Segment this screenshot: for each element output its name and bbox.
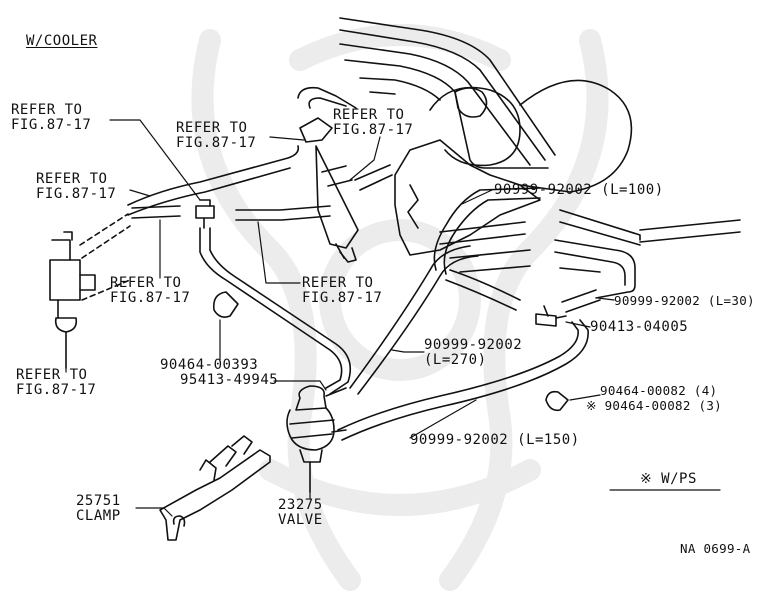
dashed-guide-1 — [79, 213, 129, 246]
hose-switch-right-2 — [359, 174, 393, 191]
refer-label-top-left: REFER TO FIG.87-17 — [11, 102, 92, 133]
part-clamp: 25751 CLAMP — [76, 493, 121, 524]
hose-horizontal-b — [131, 215, 181, 219]
part-joint: 90413-04005 — [590, 319, 689, 335]
leader-refer-3 — [349, 136, 381, 181]
leader-refer-2 — [269, 136, 305, 141]
leader-refer-1 — [109, 119, 201, 201]
part-clip-left: 90464-00393 — [160, 357, 259, 373]
watermark-emblem — [191, 24, 609, 591]
refer-label-top-center: REFER TO FIG.87-17 — [176, 120, 257, 151]
tee-joint-right — [535, 305, 567, 327]
hose-150-a — [337, 321, 579, 431]
part-hose-100: 90999-92002 (L=100) — [494, 182, 664, 198]
clamp-bracket — [159, 435, 271, 541]
leader-joint-left — [273, 380, 327, 391]
refer-label-top-right: REFER TO FIG.87-17 — [333, 107, 414, 138]
leader-joint — [565, 321, 591, 328]
ps-note: ※ W/PS — [640, 471, 697, 487]
valve-body — [286, 385, 347, 493]
hose-30-a — [561, 289, 597, 303]
filter-canister — [49, 231, 96, 369]
part-hose-30: 90999-92002 (L=30) — [614, 293, 755, 308]
hose-100-b — [443, 197, 541, 275]
hose-100-d — [445, 279, 517, 311]
part-joint-left: 95413-49945 — [180, 372, 279, 388]
leader-hose-30 — [597, 297, 615, 301]
leader-hose-150 — [409, 399, 477, 439]
hose-270-b — [357, 255, 479, 395]
drawing-code: NA 0699-A — [680, 541, 751, 556]
leader-hose-270 — [391, 349, 425, 353]
hose-switch-upper — [297, 86, 357, 109]
dashed-guide-2 — [81, 225, 131, 259]
part-hose-270: 90999-92002 (L=270) — [424, 337, 523, 368]
hose-tee-to-valve-a — [199, 227, 343, 389]
hose-100-a — [433, 187, 541, 271]
hose-270-a — [349, 245, 471, 389]
hose-tee-to-valve-b — [209, 227, 352, 395]
clip-left-shape — [212, 291, 239, 318]
hose-horizontal-a — [131, 205, 181, 209]
leader-clip-right — [569, 394, 601, 401]
variant-label: W/COOLER — [26, 33, 98, 49]
dashed-guide-3 — [81, 279, 131, 301]
part-hose-150: 90999-92002 (L=150) — [410, 432, 580, 448]
tee-joint-left — [195, 199, 215, 229]
wiring-harness-upper — [339, 17, 556, 169]
hose-100-c — [449, 269, 521, 301]
hose-switch-upper-2 — [308, 97, 347, 109]
leader-refer-6 — [257, 221, 301, 284]
refer-label-bottom-left: REFER TO FIG.87-17 — [16, 367, 97, 398]
hose-upper-left — [127, 145, 300, 206]
wiring-harness-lower — [439, 209, 741, 299]
leader-clamp — [135, 507, 173, 517]
hose-switch-right — [354, 164, 391, 181]
hose-upper-left-2 — [127, 167, 291, 216]
refer-label-lower-left: REFER TO FIG.87-17 — [110, 275, 191, 306]
engine-housing — [394, 79, 633, 256]
hose-horizontal-c — [235, 205, 331, 211]
clip-right-shape — [545, 390, 569, 412]
part-clip-3: ※ 90464-00082 (3) — [586, 398, 722, 413]
hose-30-b — [565, 299, 601, 313]
leader-refer-4 — [129, 189, 151, 197]
leader-hose-100 — [461, 189, 493, 205]
vacuum-switch — [299, 117, 359, 263]
part-clip-4: 90464-00082 (4) — [600, 383, 718, 398]
part-valve: 23275 VALVE — [278, 497, 323, 528]
hose-150-b — [341, 319, 589, 441]
hose-horizontal-d — [235, 215, 331, 221]
refer-label-lower-center: REFER TO FIG.87-17 — [302, 275, 383, 306]
refer-label-mid-left: REFER TO FIG.87-17 — [36, 171, 117, 202]
